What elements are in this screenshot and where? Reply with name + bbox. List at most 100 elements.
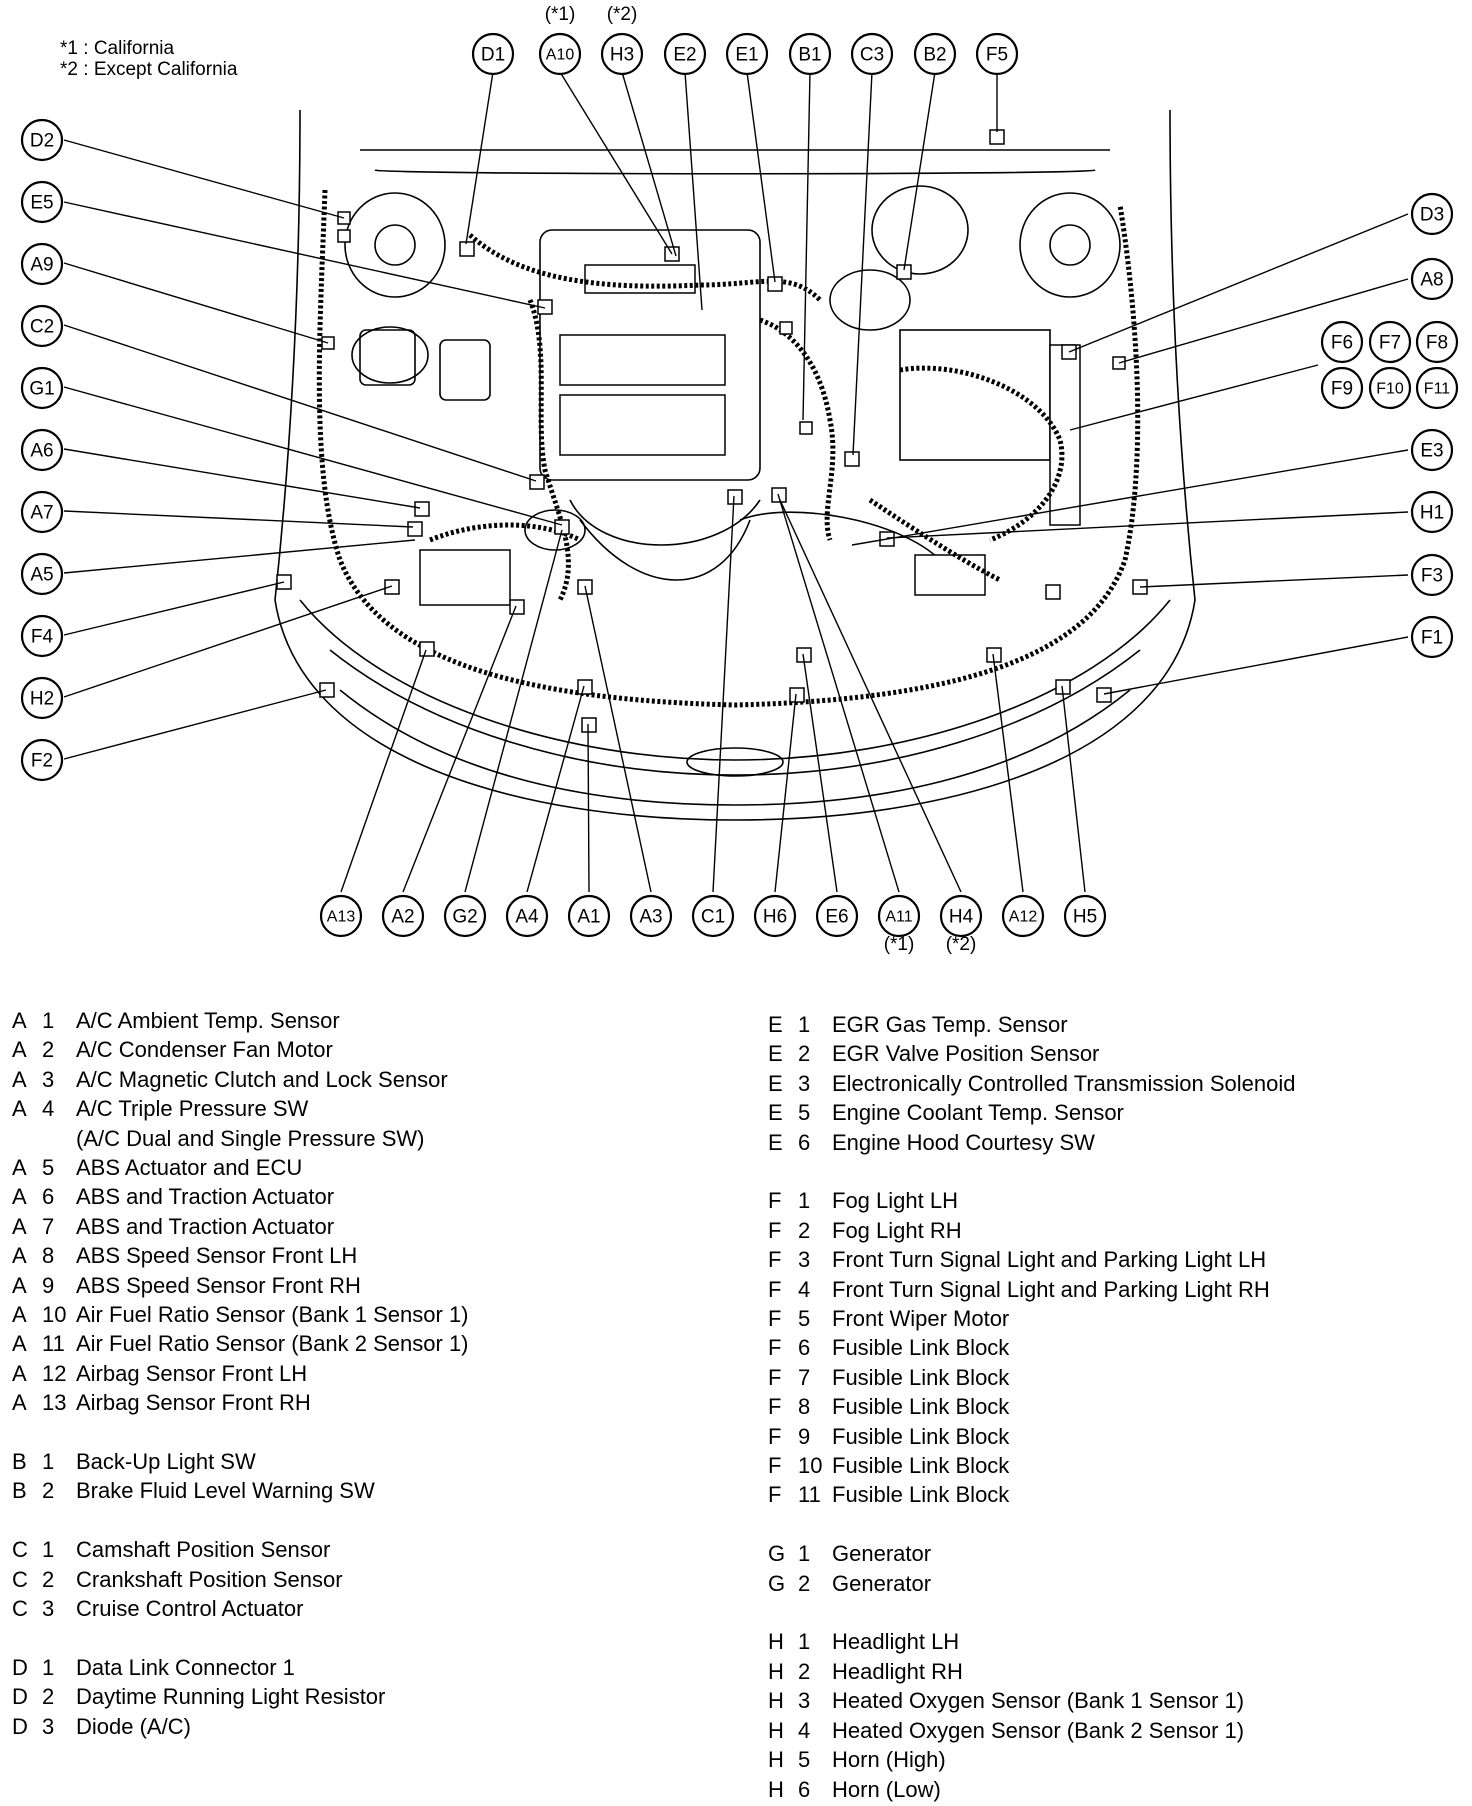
note-except-california: *2 : Except California bbox=[60, 59, 238, 80]
legend-name: Brake Fluid Level Warning SW bbox=[76, 1478, 375, 1504]
legend-number: 7 bbox=[798, 1364, 811, 1390]
legend-name: ABS Actuator and ECU bbox=[76, 1155, 303, 1181]
callout-label: F8 bbox=[1426, 333, 1448, 354]
callout-label: A5 bbox=[30, 565, 53, 586]
legend-number: 5 bbox=[798, 1747, 811, 1773]
legend-number: 1 bbox=[798, 1629, 811, 1655]
variant-mark-a11: (*1) bbox=[884, 934, 915, 955]
callout-a7: A7 bbox=[20, 490, 64, 534]
legend-number: 6 bbox=[798, 1129, 811, 1155]
callout-label: A9 bbox=[30, 255, 53, 276]
legend-letter: C bbox=[12, 1566, 28, 1592]
callout-g1: G1 bbox=[20, 366, 64, 410]
variant-mark-a10: (*1) bbox=[545, 4, 576, 25]
legend-name: Front Turn Signal Light and Parking Ligh… bbox=[832, 1276, 1270, 1302]
callout-d2: D2 bbox=[20, 118, 64, 162]
legend-gap bbox=[12, 1624, 469, 1653]
callout-label: D3 bbox=[1420, 205, 1444, 226]
legend-name: Front Turn Signal Light and Parking Ligh… bbox=[832, 1247, 1267, 1273]
callout-label: H3 bbox=[610, 45, 634, 66]
legend-name: Headlight LH bbox=[832, 1629, 960, 1655]
legend-letter: F bbox=[768, 1364, 782, 1390]
callout-h5: H5 bbox=[1063, 894, 1107, 938]
callout-e6: E6 bbox=[815, 894, 859, 938]
legend-number: 13 bbox=[42, 1390, 67, 1416]
legend-name: ABS Speed Sensor Front LH bbox=[76, 1243, 358, 1269]
callout-h4: H4 bbox=[939, 894, 983, 938]
legend-letter: A bbox=[12, 1272, 27, 1298]
legend-letter: A bbox=[12, 1213, 27, 1239]
callout-g2: G2 bbox=[443, 894, 487, 938]
legend-letter: E bbox=[768, 1041, 783, 1067]
callout-e2: E2 bbox=[663, 32, 707, 76]
legend-name: Generator bbox=[832, 1541, 932, 1567]
legend-name: A/C Magnetic Clutch and Lock Sensor bbox=[76, 1066, 448, 1092]
callout-h3: H3 bbox=[600, 32, 644, 76]
callout-f3: F3 bbox=[1410, 553, 1454, 597]
legend-number: 3 bbox=[798, 1688, 811, 1714]
callout-label: H6 bbox=[763, 907, 787, 928]
callout-label: A11 bbox=[885, 909, 912, 926]
legend-number: 2 bbox=[798, 1570, 811, 1596]
callout-label: D1 bbox=[481, 45, 505, 66]
callout-a9: A9 bbox=[20, 242, 64, 286]
legend-letter: C bbox=[12, 1537, 28, 1563]
legend-letter: A bbox=[12, 1360, 27, 1386]
legend-name: Fusible Link Block bbox=[832, 1423, 1010, 1449]
callout-label: A3 bbox=[639, 907, 662, 928]
callout-label: A6 bbox=[30, 441, 53, 462]
legend-code bbox=[12, 1124, 76, 1153]
callout-h1: H1 bbox=[1410, 490, 1454, 534]
callout-label: F4 bbox=[31, 627, 54, 648]
legend-name: A/C Condenser Fan Motor bbox=[76, 1037, 333, 1063]
legend-name: Data Link Connector 1 bbox=[76, 1654, 295, 1680]
callout-label: A4 bbox=[515, 907, 539, 928]
callout-e3: E3 bbox=[1410, 428, 1454, 472]
legend-number: 10 bbox=[42, 1302, 67, 1328]
legend-number: 2 bbox=[42, 1684, 55, 1710]
callout-a11: A11 bbox=[877, 894, 921, 938]
callout-label: F9 bbox=[1331, 379, 1353, 400]
callout-a5: A5 bbox=[20, 552, 64, 596]
legend-letter: F bbox=[768, 1335, 782, 1361]
legend-letter: A bbox=[12, 1155, 27, 1181]
legend-letter: A bbox=[12, 1096, 27, 1122]
legend-name: Air Fuel Ratio Sensor (Bank 2 Sensor 1) bbox=[76, 1331, 469, 1357]
legend-name: Cruise Control Actuator bbox=[76, 1596, 304, 1622]
callout-label: C2 bbox=[30, 317, 54, 338]
legend-number: 2 bbox=[42, 1566, 55, 1592]
legend-number: 4 bbox=[42, 1096, 55, 1122]
legend-name: A/C Triple Pressure SW bbox=[76, 1096, 309, 1122]
legend-letter: D bbox=[12, 1654, 28, 1680]
legend-number: 3 bbox=[42, 1066, 55, 1092]
legend-number: 1 bbox=[42, 1537, 55, 1563]
callout-f10: F10 bbox=[1368, 366, 1412, 410]
legend-number: 10 bbox=[798, 1453, 823, 1479]
legend-number: 9 bbox=[798, 1423, 811, 1449]
legend-number: 1 bbox=[798, 1012, 811, 1037]
legend-number: 4 bbox=[798, 1717, 811, 1743]
callout-label: E6 bbox=[825, 907, 848, 928]
legend-number: 3 bbox=[798, 1070, 811, 1096]
legend-letter: F bbox=[768, 1306, 782, 1332]
legend-number: 3 bbox=[798, 1247, 811, 1273]
legend-letter: A bbox=[12, 1008, 27, 1033]
legend-name: EGR Gas Temp. Sensor bbox=[832, 1012, 1068, 1037]
